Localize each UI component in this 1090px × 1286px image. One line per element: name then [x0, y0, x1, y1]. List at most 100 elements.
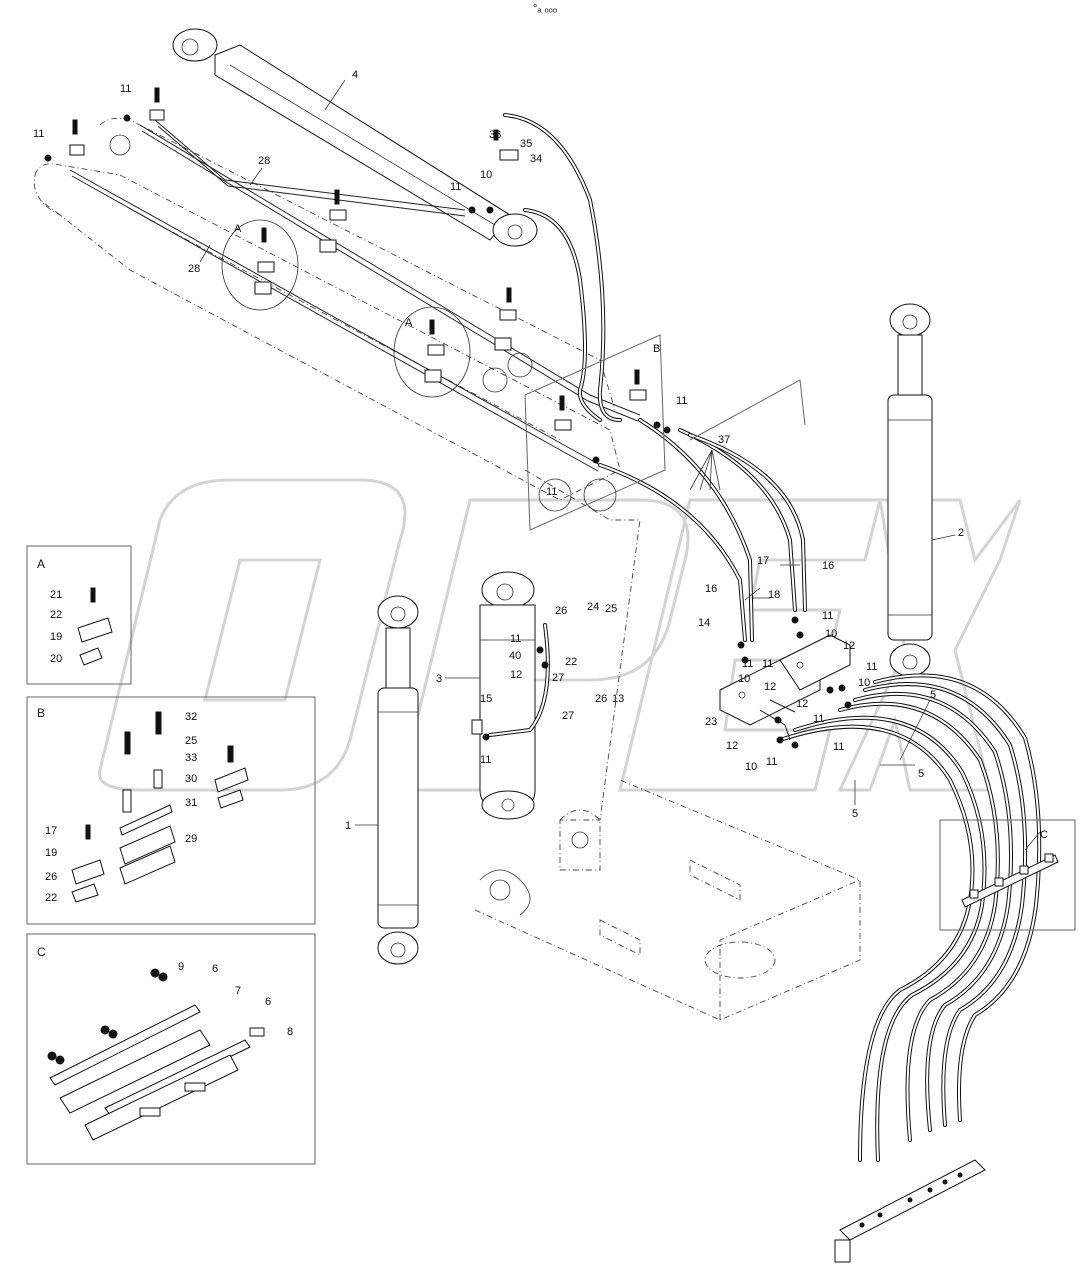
callout-11b: 11: [120, 83, 131, 95]
callout-10c: 10: [858, 677, 870, 689]
callout-labels: 1 2 3 4 5 5 5 10 10 10 10 10 11 11 11 11…: [33, 69, 1048, 841]
callout-5a: 5: [930, 689, 936, 701]
callout-11e: 11: [546, 486, 557, 498]
inset-A-part-21: 21: [50, 589, 62, 601]
callout-10b: 10: [825, 628, 837, 640]
inset-A-part-20: 20: [50, 653, 62, 665]
callout-13: 13: [612, 693, 624, 705]
callout-ref-A1: A: [234, 223, 242, 235]
inset-C-part-9: 9: [178, 961, 184, 973]
callout-11a: 11: [33, 128, 44, 140]
callout-11k: 11: [866, 661, 877, 673]
callout-3: 3: [436, 673, 442, 685]
callout-5b: 5: [918, 768, 924, 780]
inset-B-part-33: 33: [185, 752, 197, 764]
callout-22: 22: [565, 656, 577, 668]
callout-10a: 10: [480, 169, 492, 181]
inset-A-part-19: 19: [50, 631, 62, 643]
callout-12b: 12: [764, 681, 776, 693]
boom-clamps: [44, 87, 852, 749]
inset-A-title: A: [37, 557, 45, 571]
callout-24: 24: [587, 601, 599, 613]
boom-steel-lines: [69, 119, 641, 472]
callout-37: 37: [718, 434, 730, 446]
inset-B-part-31: 31: [185, 797, 197, 809]
callout-12c: 12: [843, 640, 855, 652]
callout-11l: 11: [813, 713, 824, 725]
boom-arm-outline: [33, 117, 641, 821]
boom-cylinder-1: [377, 595, 419, 965]
callout-ref-B: B: [653, 343, 660, 355]
inset-C-part-6b: 6: [265, 996, 271, 1008]
inset-B-part-17: 17: [45, 825, 57, 837]
inset-C-title: C: [37, 945, 46, 959]
callout-ref-C: C: [1040, 829, 1048, 841]
hose-bundle-5: [778, 673, 1059, 1263]
inset-C-part-6a: 6: [212, 963, 218, 975]
swing-cylinder-3: [471, 571, 536, 820]
callout-12e: 12: [726, 740, 738, 752]
callout-27b: 27: [562, 710, 574, 722]
callout-11f: 11: [510, 633, 521, 645]
top-cylinder-4: [172, 28, 538, 247]
inset-C: C 9 6 7 6 8: [26, 933, 316, 1165]
watermark-logo: [98, 478, 1022, 792]
callout-10e: 10: [745, 761, 757, 773]
callout-4: 4: [352, 69, 358, 81]
callout-11m: 11: [833, 741, 844, 753]
callout-14: 14: [698, 617, 710, 629]
callout-11j: 11: [822, 610, 833, 622]
inset-B-part-22: 22: [45, 892, 57, 904]
callout-26b: 26: [595, 693, 607, 705]
inset-B: B 32 25 33 30 31 29 17 19 26 22: [26, 696, 316, 925]
callout-11d: 11: [676, 395, 687, 407]
callout-11n: 11: [766, 756, 777, 768]
callout-28b: 28: [188, 263, 200, 275]
inset-B-part-26: 26: [45, 871, 57, 883]
callout-18: 18: [768, 589, 780, 601]
callout-36: 36: [489, 129, 501, 141]
callout-11g: 11: [480, 754, 491, 766]
callout-15: 15: [480, 693, 492, 705]
callout-16a: 16: [822, 560, 834, 572]
callout-17: 17: [757, 555, 769, 567]
inset-A: A 21 22 19 20: [26, 545, 132, 685]
leader-lines: [199, 79, 1041, 851]
callout-26a: 26: [555, 605, 567, 617]
inset-C-part-8: 8: [287, 1026, 293, 1038]
detail-C-reference-box: [939, 819, 1076, 931]
inset-B-part-29: 29: [185, 833, 197, 845]
valve-block: [719, 634, 851, 741]
callout-23: 23: [705, 716, 717, 728]
callout-28a: 28: [258, 155, 270, 167]
callout-25: 25: [605, 603, 617, 615]
flex-hoses: [488, 113, 807, 737]
inset-B-part-30: 30: [185, 773, 197, 785]
swing-bracket-outline: [474, 779, 861, 1021]
callout-10d: 10: [738, 673, 750, 685]
callout-16b: 16: [705, 583, 717, 595]
inset-B-part-25: 25: [185, 735, 197, 747]
callout-12a: 12: [510, 669, 522, 681]
inset-A-part-22: 22: [50, 609, 62, 621]
detail-markers: [221, 219, 806, 531]
inset-B-part-32: 32: [185, 711, 197, 723]
callout-11i: 11: [762, 658, 773, 670]
callout-ref-A2: A: [405, 317, 413, 329]
callout-12d: 12: [796, 698, 808, 710]
inset-B-part-19: 19: [45, 847, 57, 859]
callout-5c: 5: [852, 808, 858, 820]
inset-C-part-7: 7: [235, 985, 241, 997]
callout-11c: 11: [450, 181, 461, 193]
header-code: °ₐ ₒₒₒ: [533, 3, 557, 15]
callout-11h: 11: [742, 658, 753, 670]
callout-34: 34: [530, 153, 542, 165]
callout-40: 40: [509, 650, 521, 662]
callout-1: 1: [345, 820, 351, 832]
callout-35: 35: [520, 138, 532, 150]
callout-2: 2: [958, 527, 964, 539]
inset-B-title: B: [37, 706, 45, 720]
arm-cylinder-2: [887, 303, 933, 677]
callout-27a: 27: [552, 672, 564, 684]
